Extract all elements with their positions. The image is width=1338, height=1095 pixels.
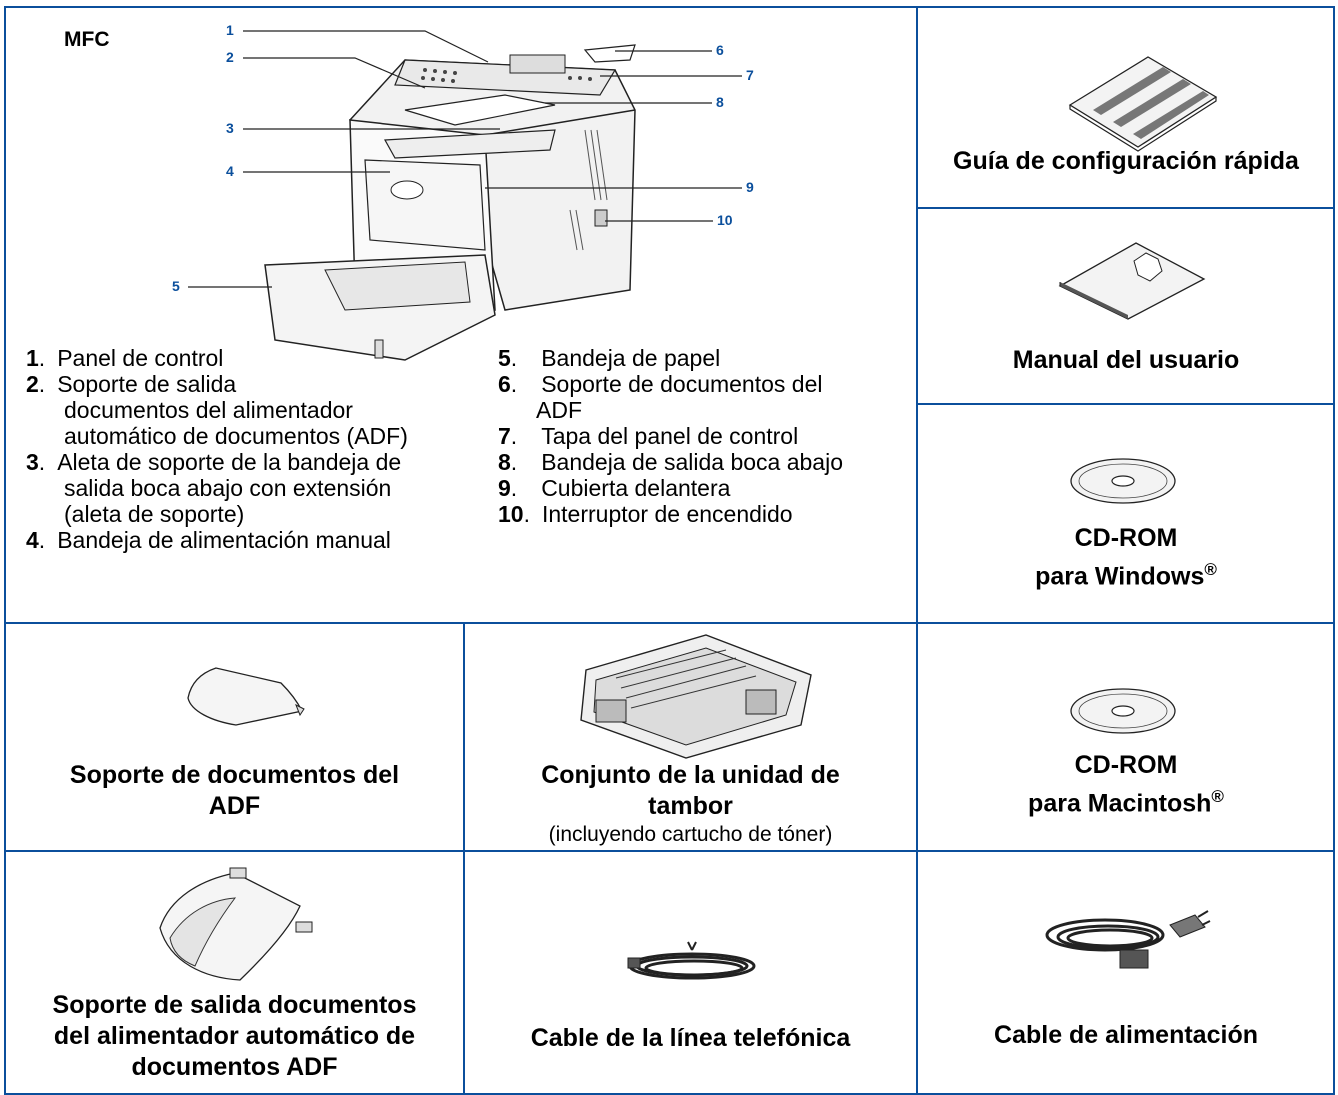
- adf-support-icon: [187, 667, 305, 726]
- model-label: MFC: [64, 28, 110, 51]
- legend-number: 8: [498, 449, 511, 475]
- adf-support-line1: Soporte de documentos del: [69, 761, 400, 789]
- drum-label: Conjunto de la unidad de tambor (incluye…: [465, 760, 916, 848]
- divider: [4, 622, 1335, 624]
- legend-text: Bandeja de salida boca abajo: [541, 449, 843, 475]
- divider: [463, 622, 465, 1095]
- adf-output-line2: del alimentador automático de: [53, 1022, 416, 1050]
- phone-cable-icon: [627, 941, 756, 980]
- adf-output-line3: documentos ADF: [131, 1053, 338, 1081]
- divider: [4, 850, 1335, 852]
- divider: [916, 6, 918, 1095]
- legend-item: 2.Soporte de salida: [26, 371, 237, 397]
- cd-rom-icon: [1070, 688, 1176, 734]
- printer-illustration: [264, 44, 636, 361]
- drum-line2: tambor: [648, 792, 733, 820]
- legend-number: 5: [498, 345, 511, 371]
- legend-text: documentos del alimentador: [64, 397, 353, 423]
- cd-windows-text: para Windows: [1035, 562, 1205, 591]
- cd-windows-line2: para Windows®: [918, 554, 1334, 592]
- callout-number: 7: [746, 67, 754, 83]
- cd-rom-icon: [1070, 458, 1176, 504]
- legend-item: 8.Bandeja de salida boca abajo: [498, 449, 843, 475]
- user-manual-icon: [1058, 242, 1206, 320]
- legend-text: ADF: [536, 397, 582, 423]
- legend-text: automático de documentos (ADF): [64, 423, 408, 449]
- legend-number: 6: [498, 371, 511, 397]
- callout-number: 10: [717, 212, 733, 228]
- legend-left: 1.Panel de control 2.Soporte de salida d…: [26, 345, 408, 553]
- callout-number: 2: [226, 49, 234, 65]
- legend-text: Panel de control: [57, 345, 224, 371]
- legend-number: 9: [498, 475, 511, 501]
- legend-item: 1.Panel de control: [26, 345, 224, 371]
- adf-output-line1: Soporte de salida documentos: [52, 991, 417, 1019]
- legend-number: 1: [26, 345, 39, 371]
- quick-guide-icon: [1068, 56, 1218, 152]
- legend-item: 10.Interruptor de encendido: [498, 501, 793, 527]
- callout-number: 3: [226, 120, 234, 136]
- legend-text: Soporte de salida: [57, 371, 237, 397]
- callout-number: 5: [172, 278, 180, 294]
- legend-number: 3: [26, 449, 39, 475]
- legend-text: (aleta de soporte): [64, 501, 245, 527]
- cd-mac-line1: CD-ROM: [1074, 751, 1178, 779]
- registered-mark: ®: [1204, 560, 1217, 579]
- cd-windows-line1: CD-ROM: [1074, 524, 1178, 552]
- drum-sub: (incluyendo cartucho de tóner): [548, 823, 833, 846]
- legend-text: salida boca abajo con extensión: [64, 475, 392, 501]
- legend-text: Soporte de documentos del: [541, 371, 823, 397]
- adf-support-label: Soporte de documentos del ADF: [6, 760, 463, 822]
- legend-text: Tapa del panel de control: [541, 423, 799, 449]
- legend-item: 4.Bandeja de alimentación manual: [26, 527, 391, 553]
- legend-text: Cubierta delantera: [541, 475, 731, 501]
- divider: [917, 207, 1335, 209]
- legend-number: 10: [498, 501, 524, 527]
- legend-right: 5.Bandeja de papel 6.Soporte de document…: [498, 345, 843, 527]
- phone-cable-label: Cable de la línea telefónica: [530, 1024, 851, 1052]
- adf-output-support-icon: [159, 867, 313, 981]
- legend-text: Aleta de soporte de la bandeja de: [57, 449, 402, 475]
- callout-number: 9: [746, 179, 754, 195]
- cd-windows-label: CD-ROM para Windows®: [918, 523, 1334, 592]
- legend-item: 3.Aleta de soporte de la bandeja de: [26, 449, 402, 475]
- legend-text: Interruptor de encendido: [541, 501, 793, 527]
- callout-number: 4: [226, 163, 234, 179]
- legend-number: 4: [26, 527, 39, 553]
- callout-number: 8: [716, 94, 724, 110]
- divider: [917, 403, 1335, 405]
- quick-guide-label: Guía de configuración rápida: [953, 147, 1299, 175]
- legend-text: Bandeja de papel: [541, 345, 721, 371]
- callout-number: 1: [226, 22, 234, 38]
- registered-mark: ®: [1211, 787, 1224, 806]
- power-cable-icon: [1045, 910, 1211, 969]
- legend-item: 7.Tapa del panel de control: [498, 423, 799, 449]
- legend-text: Bandeja de alimentación manual: [57, 527, 391, 553]
- drum-unit-icon: [580, 634, 812, 759]
- cd-mac-text: para Macintosh: [1028, 789, 1212, 818]
- callout-leaders: [188, 30, 742, 288]
- adf-support-line2: ADF: [208, 792, 261, 820]
- cd-mac-line2: para Macintosh®: [918, 781, 1334, 819]
- legend-item: 9.Cubierta delantera: [498, 475, 731, 501]
- cd-mac-label: CD-ROM para Macintosh®: [918, 750, 1334, 819]
- power-cable-label: Cable de alimentación: [994, 1021, 1258, 1049]
- legend-item: 6.Soporte de documentos del: [498, 371, 823, 397]
- drum-line1: Conjunto de la unidad de: [541, 761, 840, 789]
- callout-number: 6: [716, 42, 724, 58]
- legend-number: 7: [498, 423, 511, 449]
- legend-item: 5.Bandeja de papel: [498, 345, 721, 371]
- legend-number: 2: [26, 371, 39, 397]
- user-manual-label: Manual del usuario: [1012, 346, 1240, 374]
- page-frame: [4, 6, 1335, 1095]
- adf-output-label: Soporte de salida documentos del aliment…: [6, 990, 463, 1083]
